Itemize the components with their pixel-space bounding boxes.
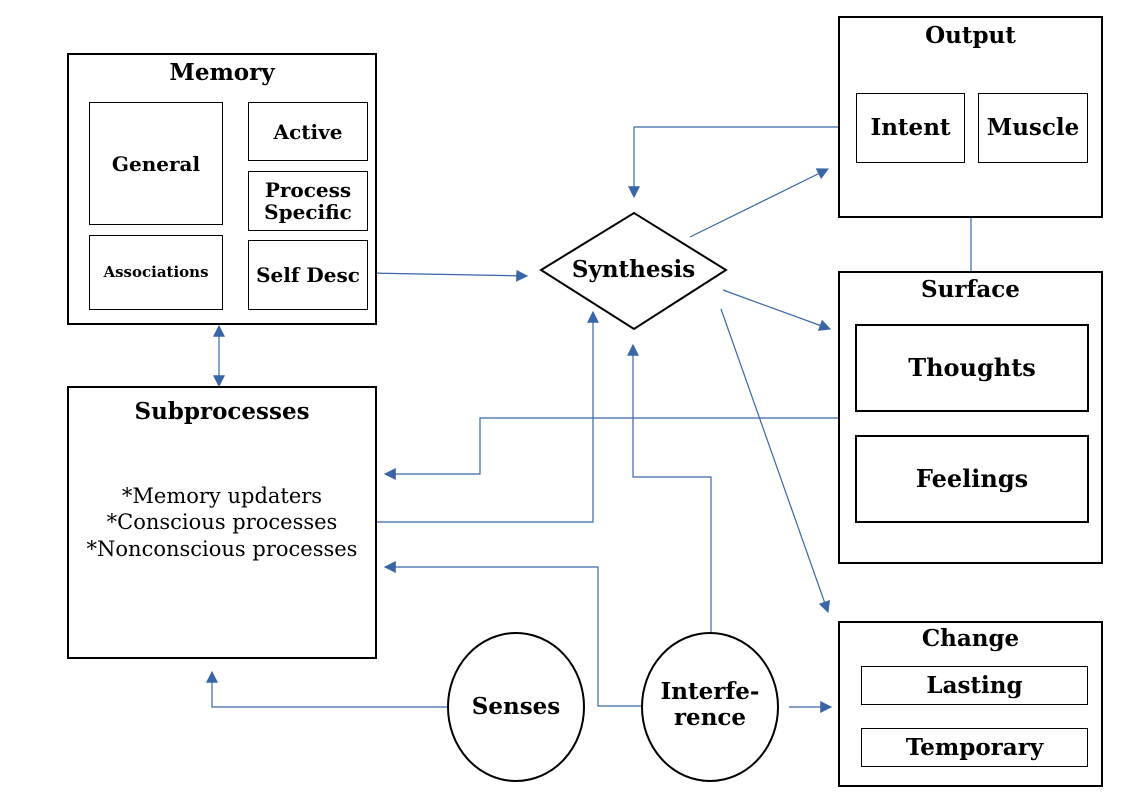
arrow-synthesis-change bbox=[720, 308, 831, 614]
arrow-subprocesses-synthesis bbox=[377, 310, 599, 523]
surface-feelings: Feelings bbox=[855, 435, 1089, 523]
subprocesses-box: Subprocesses *Memory updaters *Conscious… bbox=[67, 386, 377, 659]
output-muscle: Muscle bbox=[978, 93, 1088, 163]
memory-box: Memory General Active Process Specific A… bbox=[67, 53, 377, 325]
subprocess-item: *Memory updaters bbox=[121, 484, 323, 508]
interference-circle bbox=[641, 632, 779, 782]
subprocess-item: *Nonconscious processes bbox=[86, 536, 358, 561]
output-intent: Intent bbox=[856, 93, 965, 163]
memory-general: General bbox=[89, 102, 223, 225]
arrow-interference-subprocesses bbox=[383, 561, 643, 707]
surface-title: Surface bbox=[921, 276, 1020, 303]
subprocesses-title: Subprocesses bbox=[134, 398, 310, 425]
arrow-intent-synthesis bbox=[628, 126, 855, 199]
arrow-senses-subprocesses bbox=[206, 670, 448, 708]
memory-self-desc: Self Desc bbox=[248, 240, 368, 310]
subprocesses-list: *Memory updaters *Conscious processes *N… bbox=[69, 483, 375, 562]
memory-process-specific: Process Specific bbox=[248, 171, 368, 231]
synthesis-diamond bbox=[539, 211, 728, 331]
change-title: Change bbox=[921, 625, 1020, 652]
change-lasting: Lasting bbox=[861, 666, 1088, 705]
surface-box: Surface Thoughts Feelings bbox=[838, 271, 1103, 564]
surface-thoughts: Thoughts bbox=[855, 324, 1089, 412]
synthesis-label: Synthesis bbox=[571, 255, 696, 283]
output-title: Output bbox=[925, 22, 1016, 49]
memory-associations: Associations bbox=[89, 235, 223, 310]
change-box: Change Lasting Temporary bbox=[838, 621, 1103, 787]
arrow-synthesis-output bbox=[689, 168, 830, 238]
subprocess-item: *Conscious processes bbox=[106, 510, 338, 535]
output-box: Output Intent Muscle bbox=[838, 16, 1103, 218]
senses-circle bbox=[447, 632, 585, 782]
change-temporary: Temporary bbox=[861, 728, 1088, 767]
arrow-surface-subprocesses bbox=[383, 417, 840, 480]
memory-title: Memory bbox=[169, 59, 275, 86]
senses-label: Senses bbox=[471, 692, 561, 720]
memory-active: Active bbox=[248, 102, 368, 161]
arrow-synthesis-surface bbox=[722, 289, 832, 331]
arrow-selfdesc-synthesis bbox=[366, 269, 529, 282]
interference-label: Interfe- rence bbox=[660, 677, 760, 731]
arrow-interference-synthesis bbox=[627, 343, 712, 632]
